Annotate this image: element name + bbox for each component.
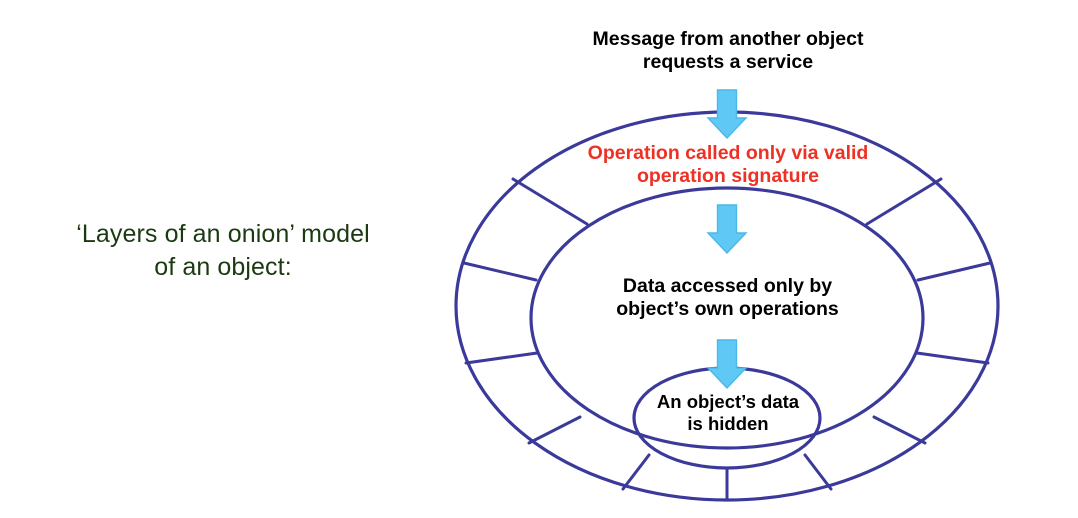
onion-spokes-group [462,177,992,502]
spoke-bottom-right [803,453,833,491]
spoke-right-mid-lower [915,351,990,365]
spoke-right-lower [872,415,927,445]
spoke-left-mid-upper [462,261,538,282]
spoke-left-upper [511,177,589,226]
spoke-right-upper [865,177,943,226]
spoke-bottom-left [621,453,651,491]
arrow-operation-to-data-icon [707,204,747,254]
spoke-right-mid-upper [916,261,992,282]
middle-ring [529,186,925,450]
onion-model-caption: ‘Layers of an onion’ model of an object: [76,220,370,281]
onion-arrows-group [707,89,747,389]
arrow-message-to-operation-icon [707,89,747,139]
incoming-message-label: Message from another object requests a s… [592,28,864,73]
middle-layer-label: Data accessed only by object’s own opera… [616,275,839,320]
outer-layer-label: Operation called only via valid operatio… [587,142,869,187]
inner-layer-label: An object’s data is hidden [656,391,800,434]
arrow-data-to-hidden-icon [707,339,747,389]
spoke-left-mid-lower [464,351,539,365]
spoke-left-lower [527,415,582,445]
